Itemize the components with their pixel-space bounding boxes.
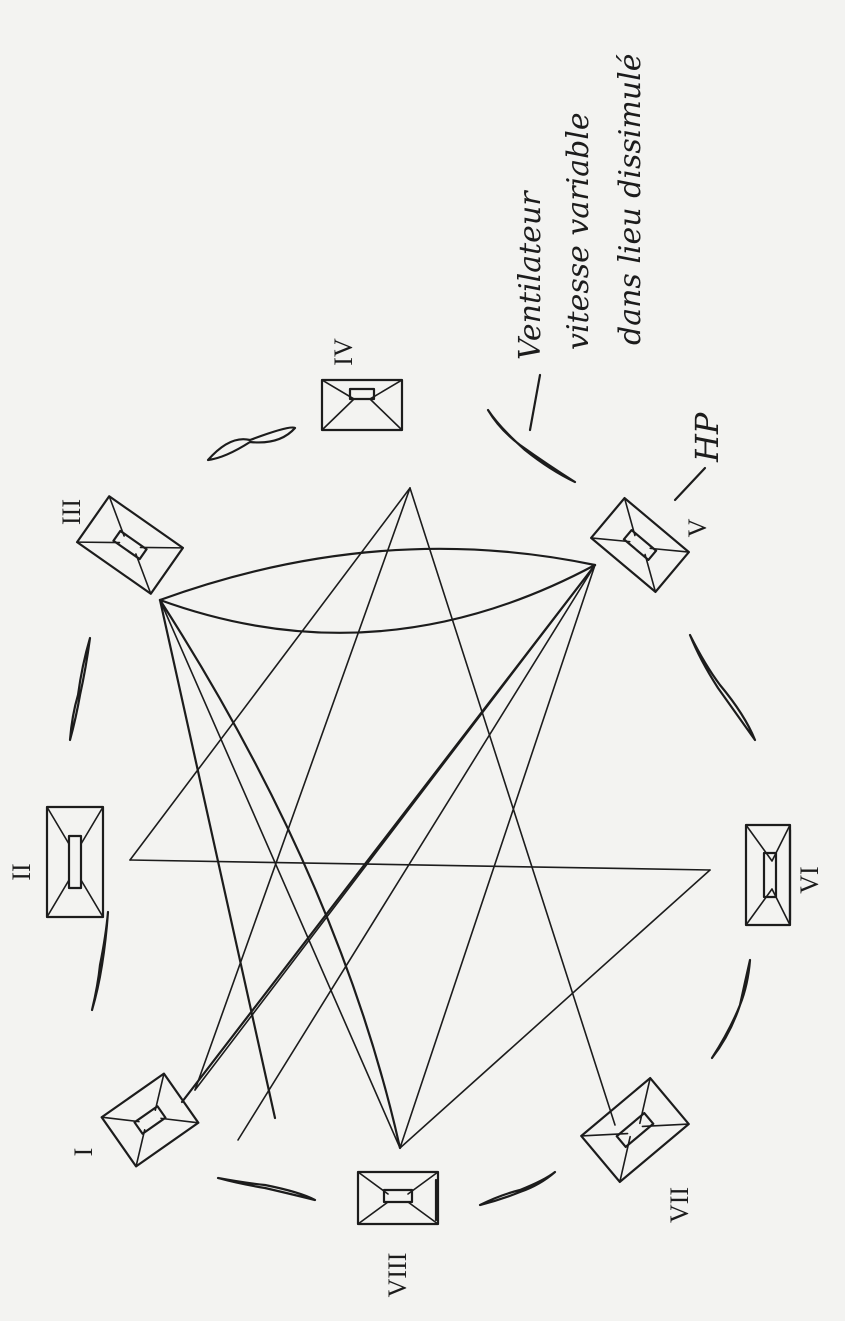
fan-annotation-leader: [530, 375, 540, 430]
connection-line: [160, 565, 595, 633]
connection-line: [130, 488, 410, 860]
fan-annotation-line3: dans lieu dissimulé: [613, 54, 648, 345]
speaker-box-v: [591, 498, 689, 592]
speaker-box-vii: [581, 1078, 689, 1182]
speaker-boxes: [47, 380, 790, 1224]
fan-annotation-line1: Ventilateur: [513, 190, 548, 360]
connection-line: [160, 549, 595, 600]
fan-icon: [690, 635, 755, 740]
speaker-label-iii: III: [57, 499, 86, 525]
speaker-label-viii: VIII: [383, 1253, 412, 1298]
fan-icon: [218, 1178, 315, 1200]
fan-icon: [712, 960, 750, 1058]
speaker-label-ii: II: [7, 863, 36, 880]
speaker-annotation-leader: [675, 468, 705, 500]
fan-icon: [208, 428, 295, 461]
speaker-label-vi: VI: [795, 866, 824, 893]
speaker-box-vi: [746, 825, 790, 925]
fan-annotation-line2: vitesse variable: [561, 112, 596, 350]
connection-line: [238, 565, 595, 1140]
speaker-box-iii: [77, 496, 183, 593]
speaker-box-viii: [358, 1172, 438, 1224]
fan-icon: [92, 912, 108, 1010]
speaker-label-v: V: [683, 518, 712, 537]
connection-line: [182, 565, 595, 1102]
speaker-label-i: I: [69, 1148, 98, 1157]
fan-icon: [70, 638, 90, 740]
annotations: Ventilateur vitesse variable dans lieu d…: [513, 54, 726, 500]
speaker-box-iv: [322, 380, 402, 430]
speaker-label-iv: IV: [329, 338, 358, 366]
connection-line: [160, 600, 400, 1148]
fan-icon: [480, 1172, 555, 1205]
connection-line: [160, 600, 275, 1118]
speaker-label-vii: VII: [665, 1187, 694, 1223]
speaker-annotation: HP: [688, 412, 726, 463]
speaker-box-i: [102, 1074, 199, 1167]
speaker-labels: I II III IV V VI VII VIII: [7, 338, 824, 1297]
connection-lines: [130, 488, 710, 1148]
speaker-box-ii: [47, 807, 103, 917]
connection-line: [130, 860, 710, 870]
